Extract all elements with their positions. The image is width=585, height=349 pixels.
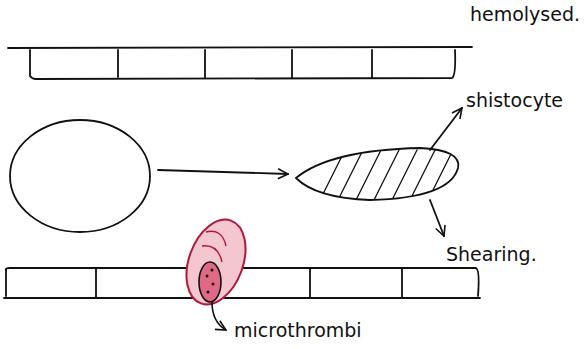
part-label: shistocyte — [466, 90, 563, 111]
endothelium-bottom — [5, 270, 7, 296]
hatching — [320, 150, 471, 200]
microthrombus — [176, 211, 257, 312]
part-label: microthrombi — [234, 320, 362, 341]
vessel-wall-line — [4, 297, 480, 299]
leader-line — [212, 302, 226, 330]
process-label: Shearing. — [446, 244, 537, 265]
cell-dividers — [118, 50, 372, 78]
vessel-wall-line — [8, 47, 472, 48]
endothelium-top — [30, 50, 455, 79]
endothelium-bottom — [6, 268, 479, 296]
transform-arrow — [158, 170, 288, 174]
cell-dividers — [96, 268, 402, 297]
red-blood-cell — [10, 120, 150, 232]
leader-line — [430, 108, 462, 150]
leader-line — [430, 200, 444, 236]
note-label: hemolysed. — [470, 4, 580, 25]
